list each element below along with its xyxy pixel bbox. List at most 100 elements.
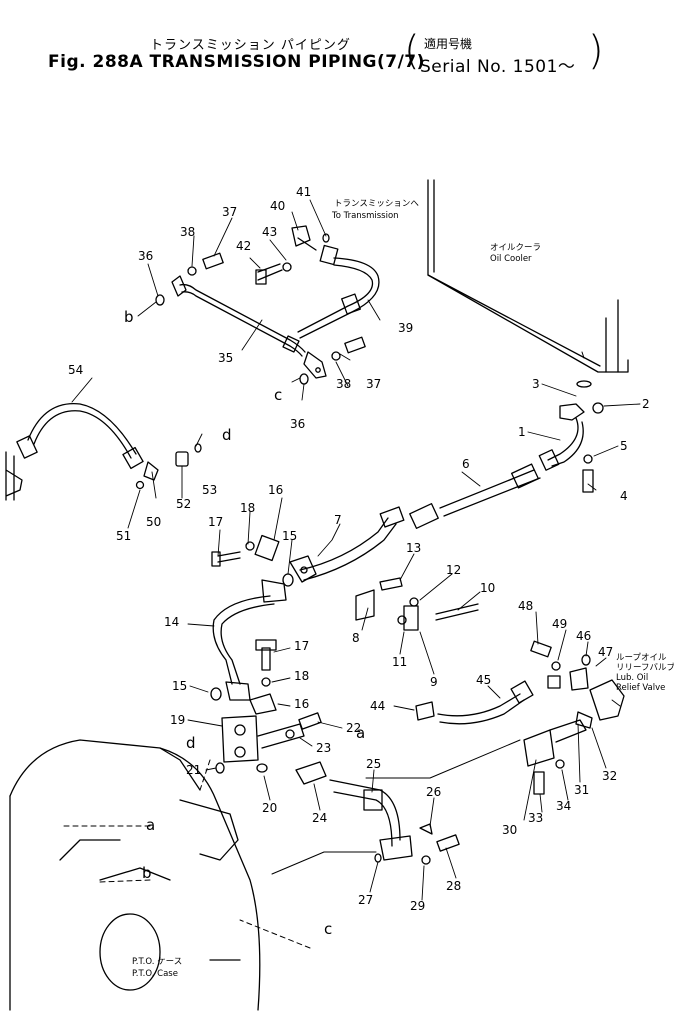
callout-33: 33 [528, 811, 543, 825]
lub-oil-label-2: Relief Valve [616, 683, 665, 693]
callout-31: 31 [574, 783, 589, 797]
callout-47: 47 [598, 645, 613, 659]
pipe-7 [289, 506, 405, 583]
callout-39: 39 [398, 321, 413, 335]
title-japanese: トランスミッション パイピング [150, 38, 351, 53]
paren-left: ( [404, 28, 420, 74]
lub-oil-jp-1: ループオイル [616, 653, 667, 663]
callout-21: 21 [186, 763, 201, 777]
callout-28: 28 [446, 879, 461, 893]
callout-36a: 36 [138, 249, 153, 263]
lub-oil-label-1: Lub. Oil [616, 673, 648, 683]
connection-letters: b c d a d a b c [124, 308, 365, 938]
callout-32: 32 [602, 769, 617, 783]
leader-lines [71, 199, 641, 901]
callout-18b: 18 [294, 669, 309, 683]
callout-6: 6 [462, 457, 470, 471]
upper-hardware [155, 233, 366, 385]
callout-36b: 36 [290, 417, 305, 431]
callout-13: 13 [406, 541, 421, 555]
callout-35: 35 [218, 351, 233, 365]
callout-42: 42 [236, 239, 251, 253]
hose-54 [5, 403, 202, 501]
callout-27: 27 [358, 893, 373, 907]
callout-46: 46 [576, 629, 591, 643]
callout-9: 9 [430, 675, 438, 689]
callout-29: 29 [410, 899, 425, 913]
dashed-leaders [59, 759, 311, 949]
text-annotations: トランスミッションへ To Transmission オイルクーラ Oil Co… [132, 199, 674, 979]
letter-b-lower: b [142, 864, 152, 882]
callout-37b: 37 [366, 377, 381, 391]
callout-1: 1 [518, 425, 526, 439]
callout-49: 49 [552, 617, 567, 631]
callout-54: 54 [68, 363, 83, 377]
callout-45: 45 [476, 673, 491, 687]
callout-15b: 15 [172, 679, 187, 693]
callout-7: 7 [334, 513, 342, 527]
callout-41: 41 [296, 185, 311, 199]
letter-c-lower: c [324, 920, 332, 938]
callout-16b: 16 [294, 697, 309, 711]
oil-cooler-label: Oil Cooler [490, 254, 532, 264]
callout-16a: 16 [268, 483, 283, 497]
callout-23: 23 [316, 741, 331, 755]
callout-2: 2 [642, 397, 650, 411]
pipe-1-hose-6 [409, 402, 604, 529]
callout-12: 12 [446, 563, 461, 577]
oil-cooler [427, 179, 629, 388]
callout-50: 50 [146, 515, 161, 529]
callout-11: 11 [392, 655, 407, 669]
pipe-25 [329, 779, 460, 865]
to-transmission: To Transmission [331, 211, 399, 221]
callout-17a: 17 [208, 515, 223, 529]
letter-d-lower: d [186, 734, 196, 752]
letter-a-lower: a [146, 816, 155, 834]
callout-34: 34 [556, 799, 571, 813]
figure-header: トランスミッション パイピング Fig. 288A TRANSMISSION P… [0, 0, 674, 80]
callout-8: 8 [352, 631, 360, 645]
callout-3: 3 [532, 377, 540, 391]
callout-17b: 17 [294, 639, 309, 653]
callout-40: 40 [270, 199, 285, 213]
lub-oil-jp-2: リリーフバルブ [616, 662, 674, 673]
pto-case-label: P.T.O. Case [132, 969, 178, 979]
callout-19: 19 [170, 713, 185, 727]
pipe-39 [291, 225, 380, 339]
oil-cooler-jp: オイルクーラ [490, 243, 541, 253]
callout-24: 24 [312, 811, 327, 825]
to-transmission-jp: トランスミッションへ [334, 199, 419, 209]
block-19 [215, 712, 327, 785]
callout-18a: 18 [240, 501, 255, 515]
callout-52: 52 [176, 497, 191, 511]
guide-lines [271, 739, 521, 875]
callout-4: 4 [620, 489, 628, 503]
transmission-housing [9, 739, 261, 1011]
letter-c-upper: c [274, 386, 282, 404]
serial-japanese: 適用号機 [424, 37, 473, 51]
callout-48: 48 [518, 599, 533, 613]
paren-right: ) [588, 28, 604, 74]
callout-5: 5 [620, 439, 628, 453]
callout-26: 26 [426, 785, 441, 799]
callout-44: 44 [370, 699, 385, 713]
callout-10: 10 [480, 581, 495, 595]
callout-20: 20 [262, 801, 277, 815]
callout-30: 30 [502, 823, 517, 837]
callout-37a: 37 [222, 205, 237, 219]
figure-title: Fig. 288A TRANSMISSION PIPING(7/7) [48, 52, 425, 72]
letter-a-middle: a [356, 724, 365, 742]
callout-14: 14 [164, 615, 179, 629]
callout-43: 43 [262, 225, 277, 239]
letter-b-upper: b [124, 308, 134, 326]
pto-case-jp: P.T.O. ケース [132, 957, 182, 967]
pipe-35 [171, 275, 327, 379]
callout-53: 53 [202, 483, 217, 497]
pipe-14 [210, 534, 294, 715]
callout-51: 51 [116, 529, 131, 543]
serial-range: Serial No. 1501～ [420, 57, 576, 77]
callout-22: 22 [346, 721, 361, 735]
callout-38b: 38 [336, 377, 351, 391]
letter-d-upper: d [222, 426, 232, 444]
